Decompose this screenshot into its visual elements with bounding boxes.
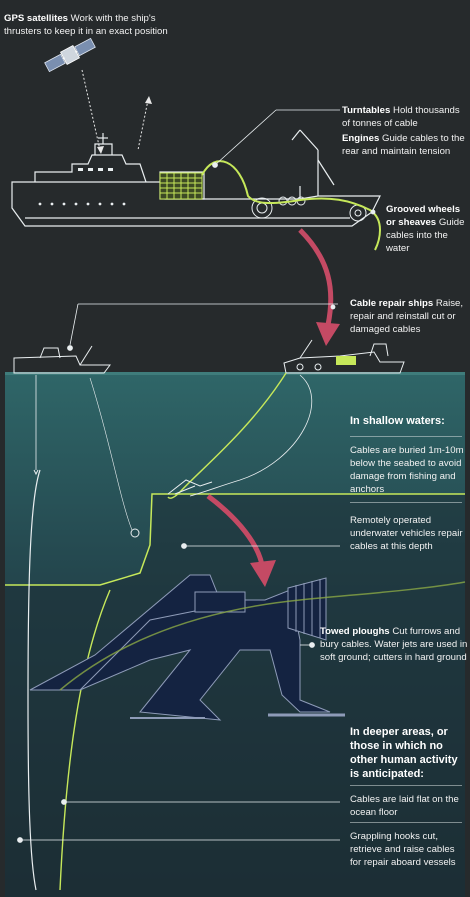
wheels-text: Guide cables into the water — [386, 217, 465, 254]
small-plough — [167, 479, 213, 495]
deep-cable — [59, 589, 111, 891]
rov-tether — [89, 377, 133, 531]
wheels-label: Grooved wheels or sheaves Guide cables i… — [386, 203, 468, 255]
rov-label: Remotely operated underwater vehicles re… — [350, 515, 463, 552]
engines-title: Engines — [342, 133, 380, 144]
divider — [350, 822, 462, 823]
signal-line — [81, 69, 101, 151]
divider — [350, 785, 462, 786]
flow-arrow — [298, 228, 334, 326]
buried-label: Cables are buried 1m-10m below the seabe… — [350, 445, 464, 495]
turntables-label: Turntables Hold thousands of tonnes of c… — [342, 104, 467, 130]
ploughs-text: Cut furrows and bury cables. Water jets … — [320, 626, 468, 663]
signal-arrow — [97, 146, 104, 154]
gps-label: GPS satellites Work with the ship's thru… — [4, 12, 194, 38]
towed-plough — [29, 574, 345, 721]
grapple-hook — [33, 469, 39, 476]
flow-arrow — [206, 494, 265, 566]
seabed-line — [5, 493, 465, 586]
turntable-cable-drum — [159, 172, 203, 200]
repair-ships-text: Raise, repair and reinstall cut or damag… — [350, 298, 464, 335]
ploughs-title: Towed ploughs — [320, 626, 390, 637]
repair-ships-label: Cable repair ships Raise, repair and rei… — [350, 297, 468, 336]
repair-ships-title: Cable repair ships — [350, 298, 434, 309]
laid-cable — [167, 372, 287, 499]
wheels-title: Grooved wheels or sheaves — [386, 204, 461, 228]
divider — [350, 502, 462, 503]
surface-cable — [189, 374, 313, 497]
gps-text: Work with the ship's thrusters to keep i… — [4, 13, 168, 37]
ploughs-label: Towed ploughs Cut furrows and bury cable… — [320, 625, 468, 664]
sea-surface — [5, 372, 465, 375]
satellite-icon — [44, 37, 96, 73]
repair-ship-drum — [336, 356, 356, 365]
grapple-label: Grappling hooks cut, retrieve and raise … — [350, 831, 456, 868]
plough-cable — [59, 581, 466, 691]
label-pointers — [17, 109, 376, 843]
flow-arrow-head — [250, 560, 276, 587]
engines-text: Guide cables to the rear and maintain te… — [342, 133, 465, 157]
repair-ship-left — [13, 345, 111, 374]
ship-windows — [38, 168, 126, 206]
shallow-heading: In shallow waters: — [350, 415, 445, 427]
flow-arrow-head — [316, 322, 340, 346]
turntables-text: Hold thousands of tonnes of cable — [342, 105, 460, 129]
engines-label: Engines Guide cables to the rear and mai… — [342, 132, 467, 158]
flat-label: Cables are laid flat on the ocean floor — [350, 794, 459, 818]
turntables-title: Turntables — [342, 105, 391, 116]
divider — [350, 436, 462, 437]
signal-arrow — [145, 96, 152, 104]
deep-heading: In deeper areas, or those in which no ot… — [350, 726, 458, 780]
rov-icon — [130, 528, 140, 538]
signal-line — [137, 99, 149, 151]
repair-ship-right — [283, 339, 405, 374]
cable-on-ship — [201, 160, 381, 251]
gps-title: GPS satellites — [4, 13, 68, 24]
seabed-cable-deep — [27, 469, 41, 891]
